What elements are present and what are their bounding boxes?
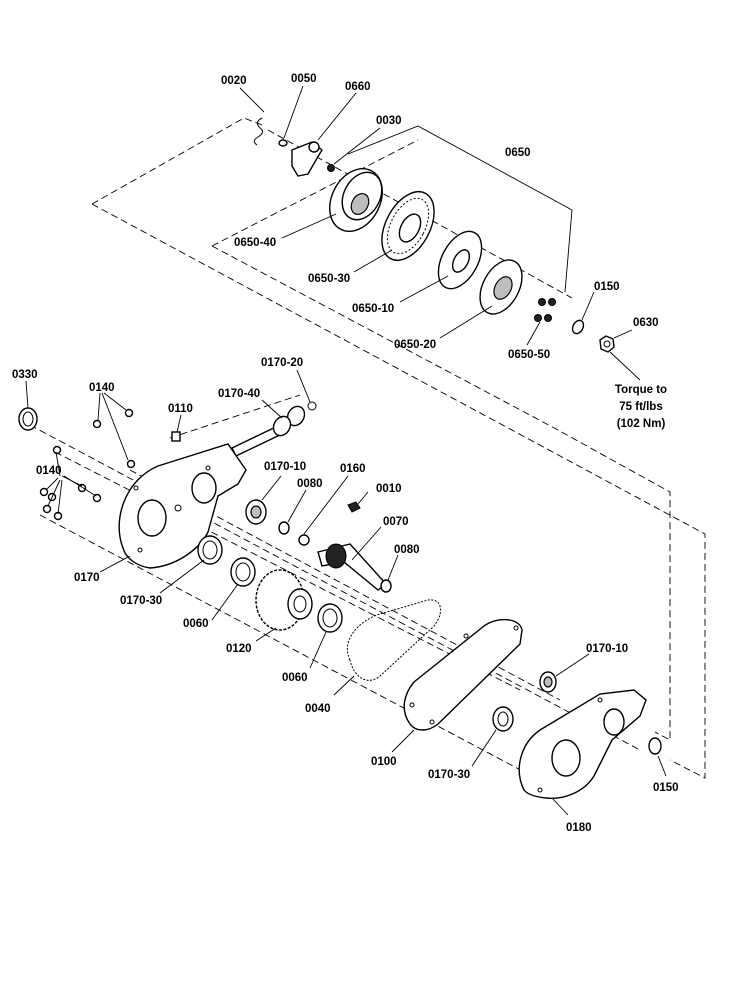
ball-0030 xyxy=(327,164,335,172)
label-0030: 0030 xyxy=(376,115,402,127)
label-0170-30-right: 0170-30 xyxy=(428,769,470,781)
label-0170-40: 0170-40 xyxy=(218,388,260,400)
part-labels: 0020 0050 0660 0030 0650 0650-40 0650-30… xyxy=(12,73,679,834)
bearing-0170-10-right xyxy=(539,671,557,693)
bearing-0060-left xyxy=(230,557,256,587)
washer-0150-bottom xyxy=(648,737,662,755)
label-0650-20: 0650-20 xyxy=(394,339,436,351)
bearing-0170-10-left xyxy=(245,499,267,525)
label-0060-left: 0060 xyxy=(183,618,209,630)
bolts-0140-top xyxy=(92,408,136,469)
label-0630: 0630 xyxy=(633,317,659,329)
label-0650-10: 0650-10 xyxy=(352,303,394,315)
label-0060-right: 0060 xyxy=(282,672,308,684)
label-0660: 0660 xyxy=(345,81,371,93)
nuts-0650-50 xyxy=(534,298,556,322)
label-0080-mid: 0080 xyxy=(394,544,420,556)
bearing-0170-30-right xyxy=(492,706,514,732)
label-0160: 0160 xyxy=(340,463,366,475)
label-0140-top: 0140 xyxy=(89,382,115,394)
label-0650-30: 0650-30 xyxy=(308,273,350,285)
label-0330: 0330 xyxy=(12,369,38,381)
label-0150-top: 0150 xyxy=(594,281,620,293)
label-0170-10-right: 0170-10 xyxy=(586,643,628,655)
torque-note: Torque to 75 ft/lbs (102 Nm) xyxy=(615,384,667,430)
label-0650-40: 0650-40 xyxy=(234,237,276,249)
friction-disc-0650-30 xyxy=(381,191,435,261)
housing-0170 xyxy=(118,443,247,569)
bearing-0170-30-left xyxy=(197,535,223,565)
assembly-dashed-outlines xyxy=(29,117,706,779)
label-0050: 0050 xyxy=(291,73,317,85)
torque-note-line-3: (102 Nm) xyxy=(617,418,666,430)
sprocket-shaft-0070 xyxy=(317,543,388,591)
ring-0080-top xyxy=(278,521,290,535)
label-0170-10-left: 0170-10 xyxy=(264,461,306,473)
washer-0650-10 xyxy=(437,230,483,290)
bracket-0660 xyxy=(291,141,323,177)
label-0120: 0120 xyxy=(226,643,252,655)
label-0040: 0040 xyxy=(305,703,331,715)
bolts-0140-left xyxy=(39,445,102,521)
clutch-drum-0650-40 xyxy=(329,168,383,232)
label-0070: 0070 xyxy=(383,516,409,528)
label-0150-bottom: 0150 xyxy=(653,782,679,794)
label-0010: 0010 xyxy=(376,483,402,495)
label-0170-30-left: 0170-30 xyxy=(120,595,162,607)
label-0080-top: 0080 xyxy=(297,478,323,490)
chain-0040 xyxy=(346,599,441,681)
washer-0150-top xyxy=(571,319,585,335)
torque-note-line-1: Torque to xyxy=(615,384,667,396)
pressure-plate-0650-20 xyxy=(479,259,523,315)
label-0170: 0170 xyxy=(74,572,100,584)
nut-0630 xyxy=(599,335,615,353)
pin-0050 xyxy=(278,139,288,147)
label-0170-20: 0170-20 xyxy=(261,357,303,369)
cap-0330 xyxy=(18,407,38,431)
label-0650-50: 0650-50 xyxy=(508,349,550,361)
leader-lines xyxy=(25,85,667,816)
ring-0160 xyxy=(298,534,310,546)
label-0650: 0650 xyxy=(505,147,531,159)
cover-0180 xyxy=(518,689,647,799)
gasket-0100 xyxy=(403,619,523,731)
label-0180: 0180 xyxy=(566,822,592,834)
label-0100: 0100 xyxy=(371,756,397,768)
torque-note-line-2: 75 ft/lbs xyxy=(619,401,662,413)
sprocket-0120 xyxy=(255,569,313,631)
bushing-0170-20 xyxy=(272,401,317,437)
key-0010 xyxy=(347,501,361,513)
bearing-0060-right xyxy=(317,603,343,633)
spring-0020 xyxy=(253,117,264,146)
label-0140-left: 0140 xyxy=(36,465,62,477)
ring-0080-mid xyxy=(380,579,392,593)
label-0020: 0020 xyxy=(221,75,247,87)
bolt-0110 xyxy=(171,431,181,442)
label-0110: 0110 xyxy=(168,403,193,415)
